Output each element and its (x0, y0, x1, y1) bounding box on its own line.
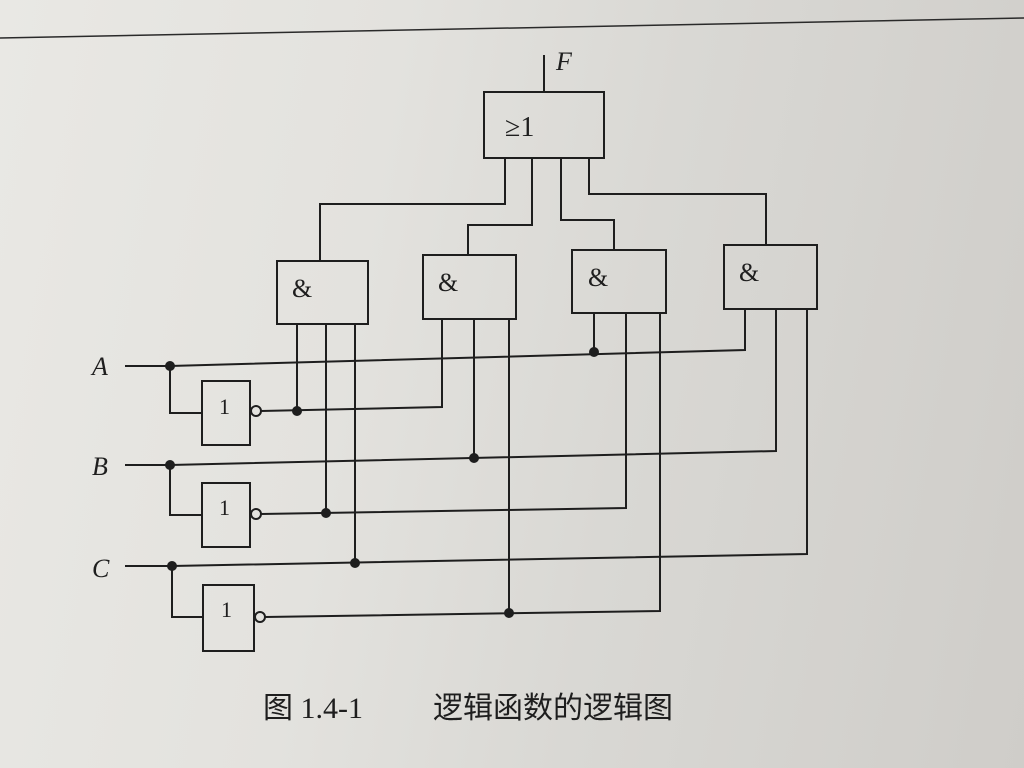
junction-dot (469, 453, 479, 463)
and-gate-1-symbol: & (292, 274, 312, 303)
not-gate-c-symbol: 1 (221, 597, 232, 622)
and-gate-1 (276, 260, 369, 325)
caption-number: 图 1.4-1 (263, 692, 363, 725)
or-input-1-wire (319, 158, 506, 261)
and-gate-3-symbol: & (588, 263, 608, 292)
or-gate-symbol: ≥1 (505, 112, 534, 143)
not-a-wire (260, 319, 443, 412)
not-gate-b-bubble (250, 508, 262, 520)
not-gate-c-bubble (254, 611, 266, 623)
not-gate-b (201, 482, 251, 548)
output-label: F (555, 47, 573, 76)
input-c-to-not-wire (171, 566, 203, 618)
or-input-2-wire (467, 158, 533, 255)
or-input-3-wire (560, 158, 615, 250)
and-gate-4-symbol: & (739, 258, 759, 287)
and-gate-2 (422, 254, 517, 320)
junction-dot (589, 347, 599, 357)
not-gate-a-bubble (250, 405, 262, 417)
junction-dot (165, 361, 175, 371)
input-b-wire (125, 309, 777, 466)
input-a-to-not-wire (169, 366, 202, 414)
caption-title: 逻辑函数的逻辑图 (433, 692, 673, 725)
and-gate-3 (571, 249, 667, 314)
input-a-wire (125, 309, 746, 367)
input-b-to-not-wire (169, 465, 202, 516)
junction-dot (504, 608, 514, 618)
or-gate (483, 91, 605, 159)
input-b-label: B (92, 452, 108, 481)
and-gate-4 (723, 244, 818, 310)
junction-dot (350, 558, 360, 568)
not-gate-a (201, 380, 251, 446)
not-gate-a-symbol: 1 (219, 394, 230, 419)
top-rule (0, 17, 1024, 39)
input-c-wire (125, 309, 808, 567)
input-a-label: A (90, 352, 108, 381)
junction-dot (167, 561, 177, 571)
junction-dot (321, 508, 331, 518)
not-gate-b-symbol: 1 (219, 495, 230, 520)
junction-dot (292, 406, 302, 416)
not-c-wire (264, 313, 661, 618)
not-gate-c (202, 584, 255, 652)
and-gate-2-symbol: & (438, 268, 458, 297)
junction-dot (165, 460, 175, 470)
or-input-4-wire (588, 158, 767, 245)
not-b-wire (260, 313, 627, 515)
input-c-label: C (92, 554, 110, 583)
